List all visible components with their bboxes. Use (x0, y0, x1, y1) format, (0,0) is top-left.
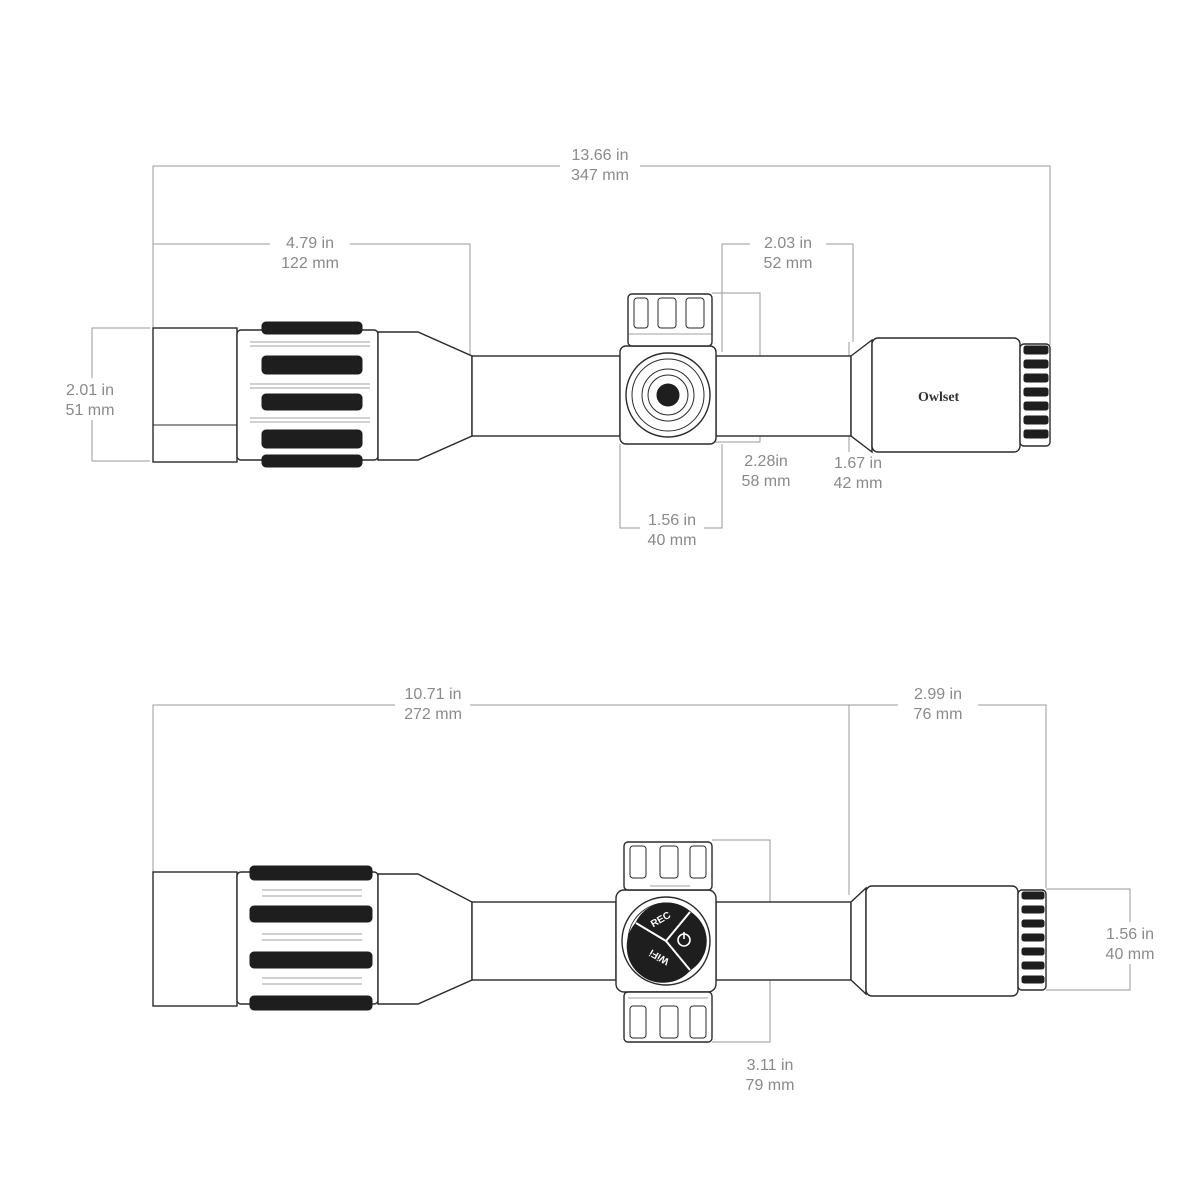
side-eyepiece-grip (1023, 345, 1049, 439)
top-rear-length-in: 2.99 in (914, 686, 962, 703)
side-dimension-lines (91, 165, 1051, 529)
top-view: REC WiFi 10.71 in 272 mm (152, 686, 1155, 1094)
side-objective-diameter-mm: 51 mm (66, 402, 115, 419)
side-objective-diameter-in: 2.01 in (66, 382, 114, 399)
side-eyepiece-diameter-mm: 42 mm (834, 475, 883, 492)
side-eyepiece-length-in: 2.03 in (764, 235, 812, 252)
side-turret-height-mm: 58 mm (742, 473, 791, 490)
top-eyepiece-diameter-mm: 40 mm (1106, 946, 1155, 963)
top-turret-span-mm: 79 mm (746, 1077, 795, 1094)
side-total-length-mm: 347 mm (571, 167, 629, 184)
side-objective-length-in: 4.79 in (286, 235, 334, 252)
control-buttons[interactable]: REC WiFi (626, 902, 707, 983)
side-total-length-in: 13.66 in (572, 147, 629, 164)
side-scope-body: Owlset (152, 293, 1051, 468)
top-body-length-mm: 272 mm (404, 706, 462, 723)
top-turret-span-in: 3.11 in (747, 1057, 794, 1074)
side-eyepiece-diameter-in: 1.67 in (834, 455, 882, 472)
brand-label: Owlset (918, 390, 960, 405)
side-focus-ring-grip (250, 321, 370, 468)
side-objective-length-mm: 122 mm (281, 255, 339, 272)
top-lower-turret-grip (628, 997, 708, 1039)
top-eyepiece-grip (1021, 891, 1045, 984)
top-eyepiece-diameter-in: 1.56 in (1106, 926, 1154, 943)
side-turret-width-in: 1.56 in (648, 512, 696, 529)
rec-button[interactable] (635, 902, 691, 942)
side-turret-width-mm: 40 mm (648, 532, 697, 549)
top-dimension-lines (152, 704, 1131, 1043)
side-eyepiece-length-mm: 52 mm (764, 255, 813, 272)
wifi-button[interactable] (626, 922, 691, 983)
top-rear-length-mm: 76 mm (914, 706, 963, 723)
top-focus-ring-grip (249, 865, 373, 1011)
top-upper-turret-grip (629, 845, 707, 887)
side-turret-height-in: 2.28in (744, 453, 788, 470)
side-view: Owlset 13.66 in 347 mm 4.79 in 122 mm 2.… (66, 147, 1051, 549)
top-body-length-in: 10.71 in (405, 686, 462, 703)
side-top-turret-grip (628, 297, 712, 335)
power-button[interactable] (665, 911, 707, 971)
top-scope-body: REC WiFi (152, 841, 1047, 1043)
